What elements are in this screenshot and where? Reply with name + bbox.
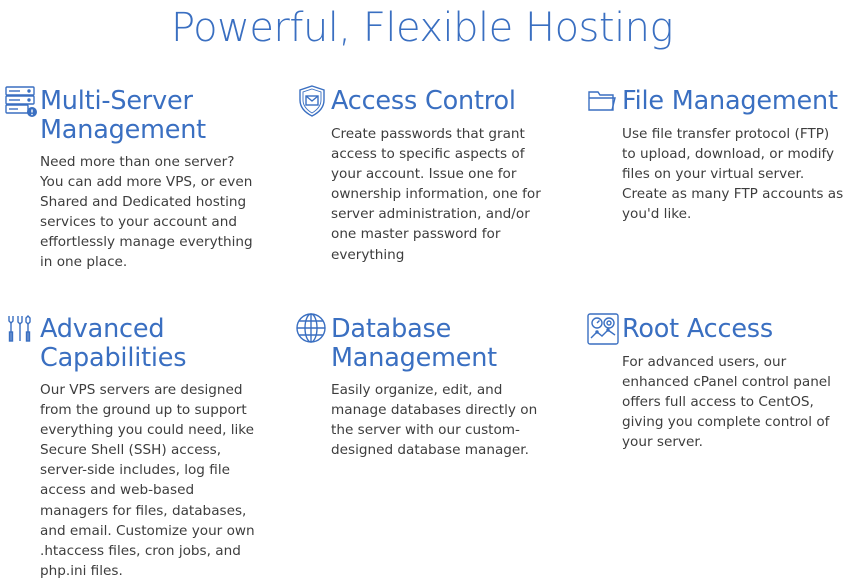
feature-description: Need more than one server? You can add m… [40,154,253,271]
feature-description: For advanced users, our enhanced cPanel … [622,354,831,451]
server-rack-icon [4,84,38,118]
feature-description: Create passwords that grant access to sp… [331,126,541,263]
folder-icon [586,84,620,118]
feature-description: Easily organize, edit, and manage databa… [331,382,538,459]
feature-title: File Management [622,86,838,116]
feature-title: Database Management [331,314,497,373]
feature-title: Root Access [622,314,773,344]
feature-description: Use file transfer protocol (FTP) to uplo… [622,126,844,223]
globe-icon [295,312,329,346]
feature-title: Access Control [331,86,516,116]
tools-icon [4,312,38,346]
feature-description: Our VPS servers are designed from the gr… [40,382,255,579]
page-title: Powerful, Flexible Hosting [170,5,674,51]
feature-title: Advanced Capabilities [40,314,187,373]
control-panel-icon [586,312,620,346]
shield-envelope-icon [295,84,329,118]
feature-title: Multi-Server Management [40,86,206,145]
